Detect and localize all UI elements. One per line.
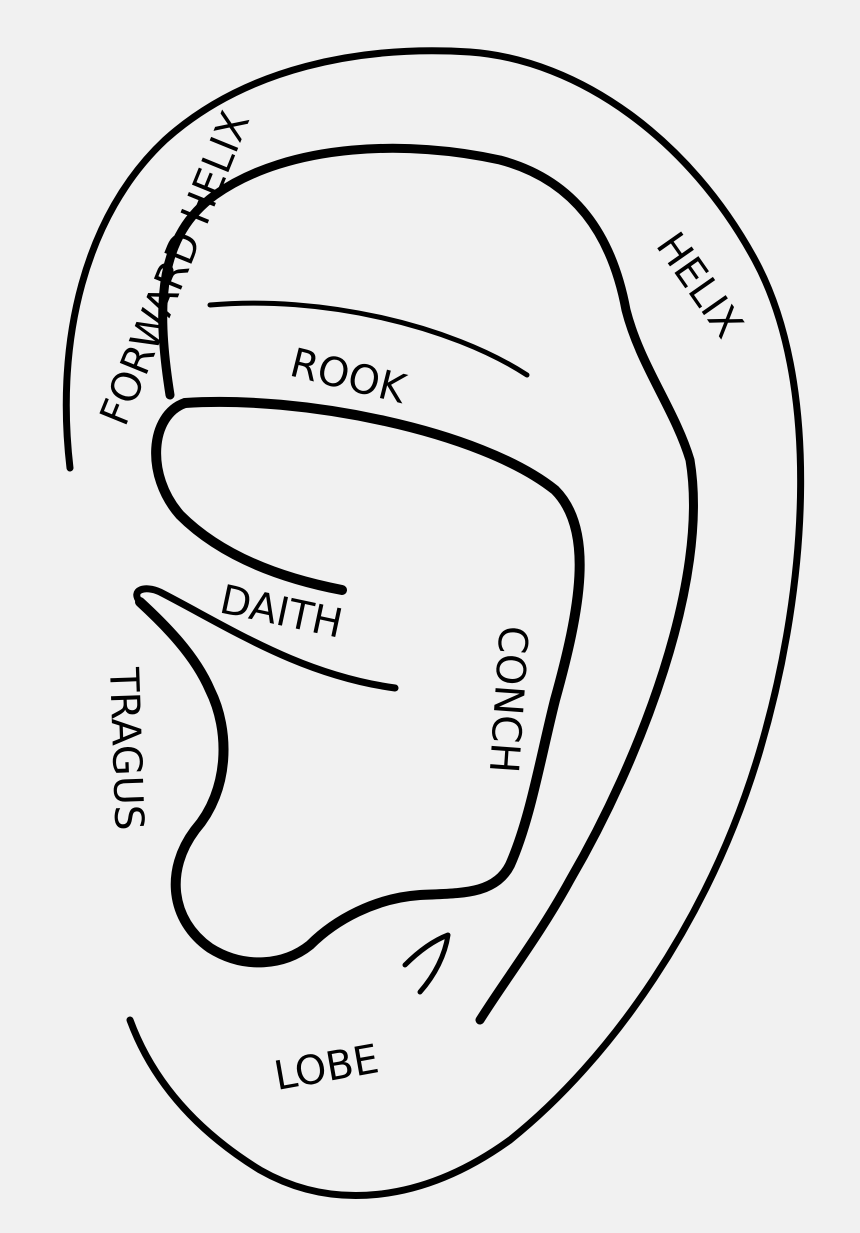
tragus-outline: [133, 585, 399, 692]
concha-upper-rim: [135, 396, 585, 968]
label-lobe: LOBE: [271, 1036, 382, 1100]
helix-rim-outline: [158, 143, 698, 1025]
label-forward-helix: FORWARD HELIX: [92, 105, 260, 431]
label-tragus: TRAGUS: [100, 666, 152, 831]
rook-ridge-line: [207, 300, 530, 378]
outer-ear-outline: [62, 47, 805, 1199]
helix-crus-outline: [151, 398, 347, 595]
label-helix: HELIX: [647, 224, 752, 346]
label-conch: CONCH: [480, 624, 536, 774]
antitragus-mark: [402, 932, 451, 995]
